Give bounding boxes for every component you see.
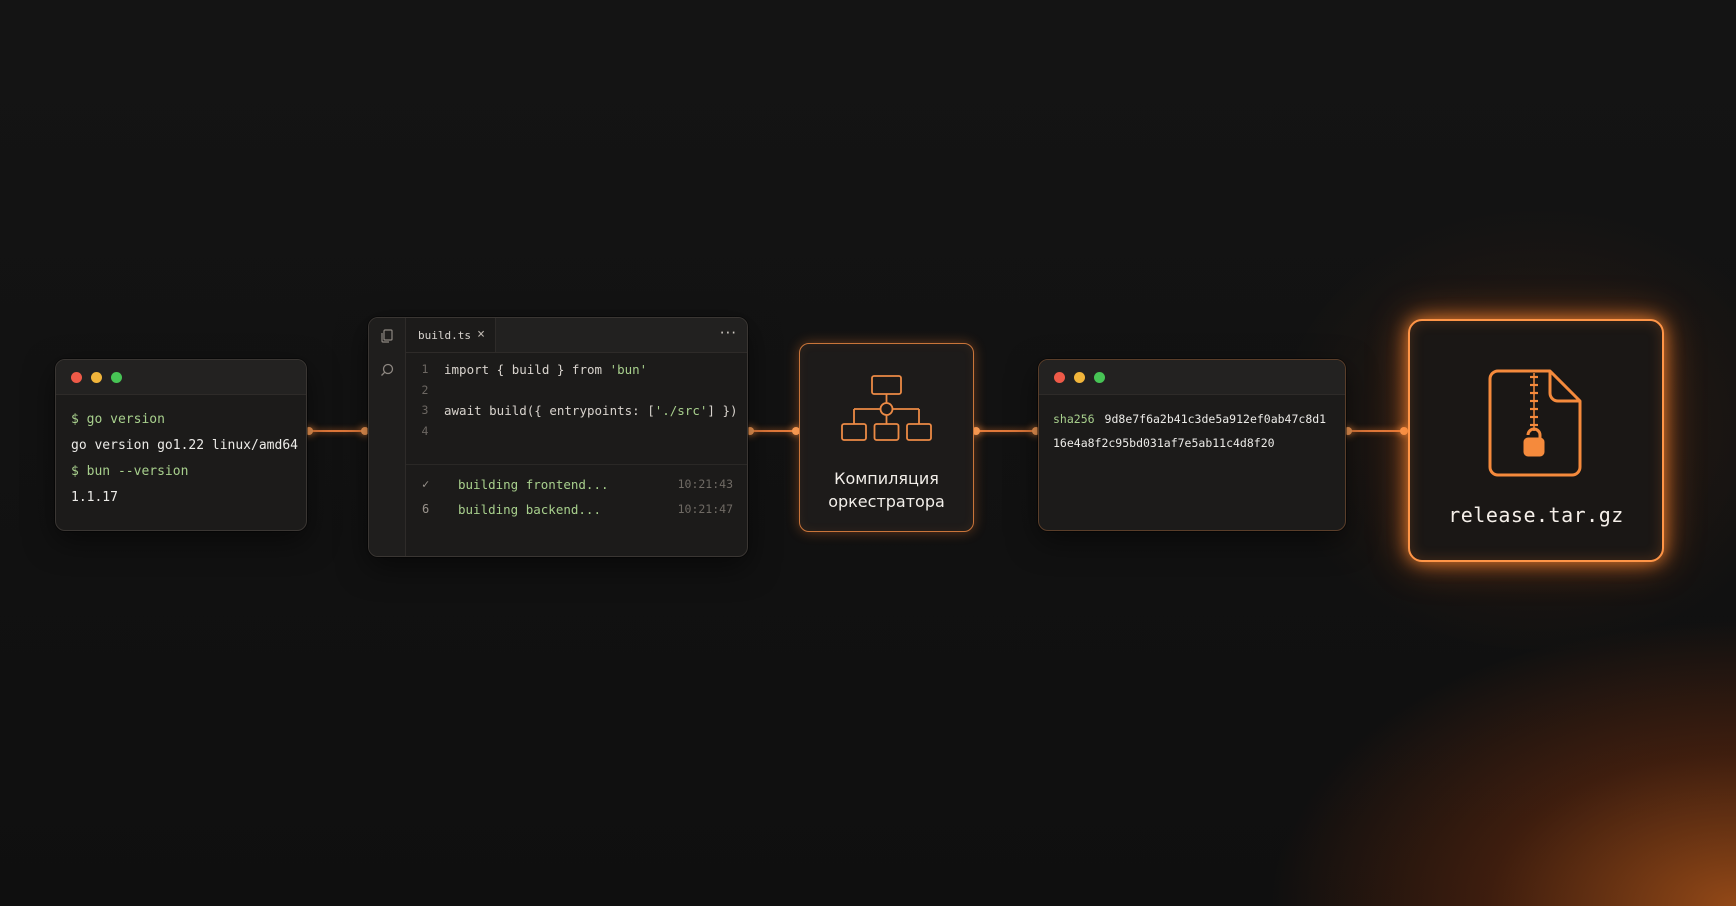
line-number: 1 <box>421 362 429 376</box>
log-line: 6 building backend... 10:21:47 <box>406 502 747 524</box>
close-window-button[interactable] <box>71 372 82 383</box>
close-tab-icon[interactable]: × <box>477 327 485 342</box>
hash-value: 9d8e7f6a2b41c3de5a912ef0ab47c8d1 <box>1104 412 1327 426</box>
close-window-button[interactable] <box>1054 372 1065 383</box>
code-line: 3 await build({ entrypoints: ['./src'] }… <box>406 403 747 424</box>
terminal-titlebar <box>1039 360 1345 395</box>
label-line: Компиляция <box>834 469 939 488</box>
connector-node <box>1344 427 1352 435</box>
hash-line: 16e4a8f2c95bd031af7e5ab11c4d8f20 <box>1053 436 1275 450</box>
connector-node <box>1032 427 1040 435</box>
log-timestamp: 10:21:43 <box>677 477 733 491</box>
connector-node <box>361 427 369 435</box>
code-line: 1 import { build } from 'bun' <box>406 362 747 383</box>
tab-build-ts[interactable]: build.ts × <box>406 318 496 352</box>
hash-algorithm: sha256 <box>1053 412 1095 426</box>
log-text: building frontend... <box>458 477 609 492</box>
log-line: ✓ building frontend... 10:21:43 <box>406 477 747 499</box>
artifact-filename: release.tar.gz <box>1448 503 1624 527</box>
orchestrator-label: Компиляция оркестратора <box>800 467 973 513</box>
connector-node <box>305 427 313 435</box>
connector-node <box>746 427 754 435</box>
maximize-window-button[interactable] <box>111 372 122 383</box>
code-line: 2 <box>406 383 747 404</box>
line-number: 4 <box>421 423 429 438</box>
connector-terminal-editor <box>309 430 365 432</box>
more-options-icon[interactable]: ··· <box>719 324 737 342</box>
version-terminal-window: $ go version go version go1.22 linux/amd… <box>55 359 307 531</box>
tab-label: build.ts <box>418 328 471 342</box>
build-log-panel: ✓ building frontend... 10:21:43 6 buildi… <box>406 464 747 556</box>
line-number: 2 <box>421 382 429 397</box>
orchestrator-compile-node[interactable]: Компиляция оркестратора <box>799 343 974 532</box>
code-line: 4 <box>406 424 747 445</box>
terminal-line: go version go1.22 linux/amd64 <box>71 438 298 453</box>
checksum-output: sha256 9d8e7f6a2b41c3de5a912ef0ab47c8d1 1… <box>1039 395 1345 467</box>
terminal-line: $ go version <box>71 412 165 427</box>
connector-hash-release <box>1348 430 1406 432</box>
label-line: оркестратора <box>828 492 945 511</box>
hierarchy-diagram-icon <box>840 374 933 450</box>
connector-editor-orchestrator <box>750 430 798 432</box>
checksum-terminal-window: sha256 9d8e7f6a2b41c3de5a912ef0ab47c8d1 1… <box>1038 359 1346 531</box>
hash-line: sha256 9d8e7f6a2b41c3de5a912ef0ab47c8d1 <box>1053 407 1331 431</box>
check-icon: ✓ <box>422 477 430 491</box>
connector-orchestrator-hash <box>976 430 1036 432</box>
search-icon[interactable] <box>379 362 395 378</box>
editor-activity-bar <box>369 318 406 556</box>
connector-node <box>1400 427 1408 435</box>
release-artifact-card[interactable]: release.tar.gz <box>1408 319 1664 562</box>
log-text: building backend... <box>458 502 601 517</box>
connector-node <box>792 427 800 435</box>
log-timestamp: 10:21:47 <box>677 502 733 516</box>
files-icon[interactable] <box>379 328 395 344</box>
code-text: import { build } from 'bun' <box>444 362 648 377</box>
line-number: 3 <box>421 403 429 417</box>
minimize-window-button[interactable] <box>91 372 102 383</box>
editor-tab-bar: build.ts × ··· <box>406 318 747 353</box>
maximize-window-button[interactable] <box>1094 372 1105 383</box>
terminal-output: $ go version go version go1.22 linux/amd… <box>56 395 306 523</box>
minimize-window-button[interactable] <box>1074 372 1085 383</box>
connector-node <box>972 427 980 435</box>
log-line-number: 6 <box>422 502 430 516</box>
code-editor-window: build.ts × ··· 1 import { build } from '… <box>368 317 748 557</box>
zip-file-icon <box>1488 367 1584 483</box>
code-area[interactable]: 1 import { build } from 'bun' 2 3 await … <box>406 362 747 444</box>
terminal-line: 1.1.17 <box>71 490 118 505</box>
terminal-titlebar <box>56 360 306 395</box>
code-text: await build({ entrypoints: ['./src'] }) <box>444 403 738 418</box>
terminal-line: $ bun --version <box>71 464 189 479</box>
